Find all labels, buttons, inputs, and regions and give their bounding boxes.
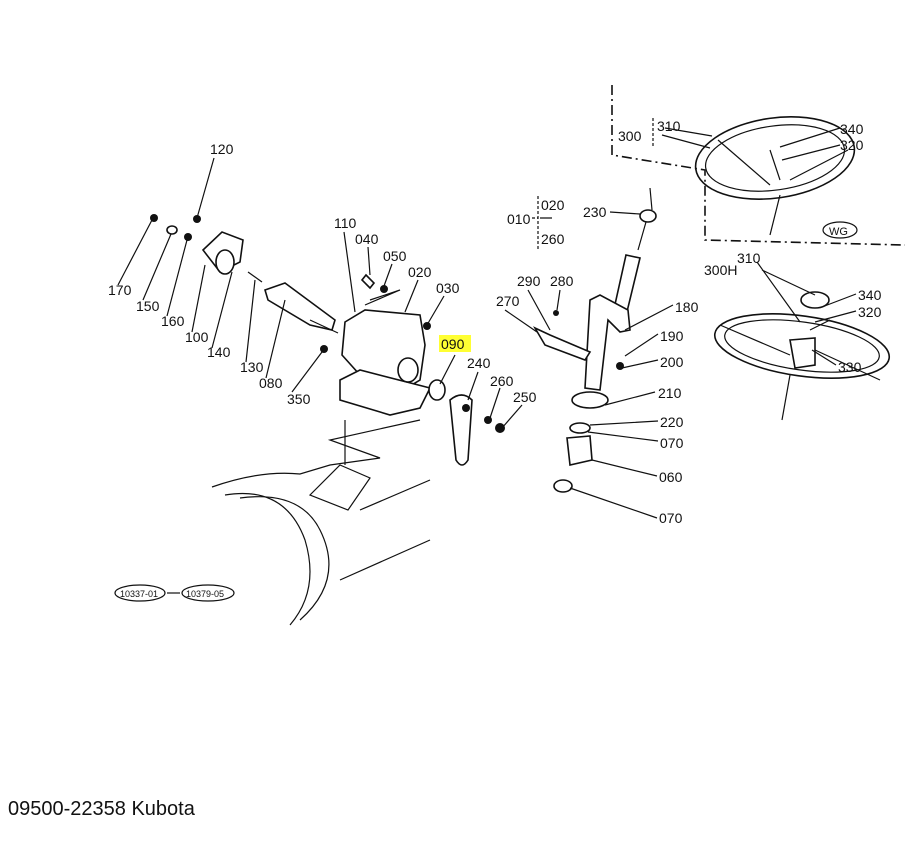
axle-housing [211, 419, 431, 626]
label-130[interactable]: 130 [240, 359, 264, 375]
leader-lines [117, 127, 857, 519]
input-shaft-assembly [150, 214, 339, 334]
serial-to: 10379-05 [186, 589, 224, 599]
label-270[interactable]: 270 [496, 293, 520, 309]
steering-wheel-lower [713, 291, 891, 421]
label-160[interactable]: 160 [161, 313, 185, 329]
label-120[interactable]: 120 [210, 141, 234, 157]
label-020[interactable]: 020 [408, 264, 432, 280]
label-230[interactable]: 230 [583, 204, 607, 220]
pitman-arm [449, 394, 505, 466]
label-310[interactable]: 310 [657, 118, 681, 134]
steering-wheel-upper [611, 85, 906, 246]
label-190[interactable]: 190 [660, 328, 684, 344]
label-280[interactable]: 280 [550, 273, 574, 289]
label-350[interactable]: 350 [287, 391, 311, 407]
label-060[interactable]: 060 [659, 469, 683, 485]
label-100[interactable]: 100 [185, 329, 209, 345]
label-320-lower[interactable]: 320 [858, 304, 882, 320]
label-300h[interactable]: 300H [704, 262, 737, 278]
label-240[interactable]: 240 [467, 355, 491, 371]
highlight-090 [439, 335, 471, 352]
label-090[interactable]: 090 [441, 336, 465, 352]
serial-from: 10337-01 [120, 589, 158, 599]
label-050[interactable]: 050 [383, 248, 407, 264]
label-200[interactable]: 200 [660, 354, 684, 370]
part-caption: 09500-22358 Kubota [8, 798, 195, 820]
label-020-kit[interactable]: 020 [541, 197, 565, 213]
label-250[interactable]: 250 [513, 389, 537, 405]
label-030[interactable]: 030 [436, 280, 460, 296]
label-070-lower[interactable]: 070 [659, 510, 683, 526]
label-010[interactable]: 010 [507, 211, 531, 227]
label-320[interactable]: 320 [840, 137, 864, 153]
label-300[interactable]: 300 [618, 128, 642, 144]
label-wg[interactable]: WG [829, 226, 848, 238]
label-080[interactable]: 080 [259, 375, 283, 391]
label-210[interactable]: 210 [658, 385, 682, 401]
steering-gearbox [320, 273, 446, 416]
label-110[interactable]: 110 [334, 215, 357, 231]
label-260-kit[interactable]: 260 [541, 231, 565, 247]
label-260[interactable]: 260 [490, 373, 514, 389]
label-330[interactable]: 330 [838, 359, 862, 375]
label-290[interactable]: 290 [517, 273, 541, 289]
serial-range: 10337-01 10379-05 [114, 584, 235, 602]
label-340-lower[interactable]: 340 [858, 287, 882, 303]
label-310-lower[interactable]: 310 [737, 250, 761, 266]
label-340[interactable]: 340 [840, 121, 864, 137]
label-170[interactable]: 170 [108, 282, 132, 298]
part-labels: 120 170 150 160 100 140 130 080 350 110 … [108, 118, 882, 526]
label-070[interactable]: 070 [660, 435, 684, 451]
steering-column [533, 187, 657, 493]
label-150[interactable]: 150 [136, 298, 160, 314]
wg-badge [822, 221, 858, 239]
label-040[interactable]: 040 [355, 231, 379, 247]
label-220[interactable]: 220 [660, 414, 684, 430]
label-140[interactable]: 140 [207, 344, 231, 360]
label-180[interactable]: 180 [675, 299, 699, 315]
